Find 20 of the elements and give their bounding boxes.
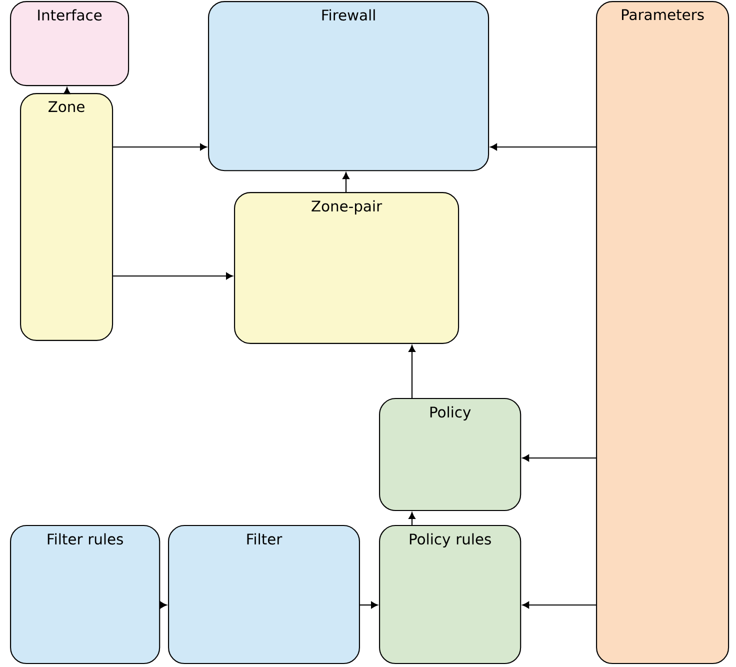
arrow [522,602,596,608]
zone-box: Zone [20,93,114,341]
arrow [490,144,596,150]
arrow [64,87,70,94]
arrow [408,512,416,525]
arrow [113,144,207,150]
process-box: Filter [168,525,360,664]
arrow [342,172,350,192]
arrow [522,454,596,462]
process-box: Policy rules [379,525,522,664]
process-box: Policy [379,398,522,512]
arrow [160,602,167,608]
process-box: Zone-pair [234,192,460,344]
process-box: Firewall [208,1,490,172]
arrow [113,272,233,280]
parameter-band: Parameters [596,1,730,664]
arrow [360,602,378,608]
process-box: Interface [10,1,130,86]
arrow [408,345,416,398]
process-box: Filter rules [10,525,160,664]
